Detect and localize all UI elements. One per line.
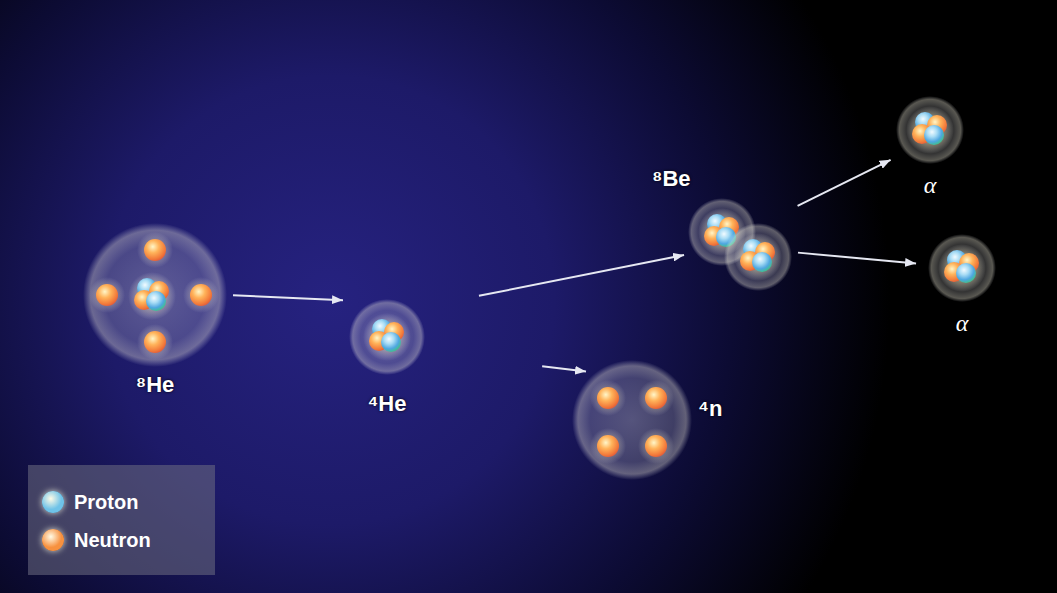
tetraneutron: ⁴n (572, 360, 692, 480)
nucleus-label: α (956, 310, 969, 338)
alpha-particle: α (896, 96, 964, 164)
nucleus-label: ⁴n (698, 396, 722, 421)
reaction-arrow (233, 295, 343, 300)
reaction-arrow (479, 255, 684, 296)
legend-label: Proton (74, 491, 138, 514)
legend-box: ProtonNeutron (28, 465, 215, 575)
legend-entry: Neutron (42, 521, 201, 559)
helium-4-nucleus: ⁴He (349, 299, 425, 375)
reaction-arrow (798, 253, 916, 264)
nucleus-label: ⁴He (367, 391, 406, 416)
nucleus-label: ⁸Be (652, 166, 691, 191)
legend-label: Neutron (74, 529, 151, 552)
alpha-particle: α (928, 234, 996, 302)
nucleus-label: ⁸He (136, 372, 175, 397)
helium-8-nucleus: ⁸He (83, 223, 227, 367)
nucleus-label: α (924, 172, 937, 200)
reaction-arrow (542, 366, 586, 371)
legend-swatch (42, 529, 64, 551)
legend-entry: Proton (42, 483, 201, 521)
legend-swatch (42, 491, 64, 513)
beryllium-8-nucleus: ⁸Be (688, 196, 794, 293)
reaction-arrow (798, 160, 891, 206)
